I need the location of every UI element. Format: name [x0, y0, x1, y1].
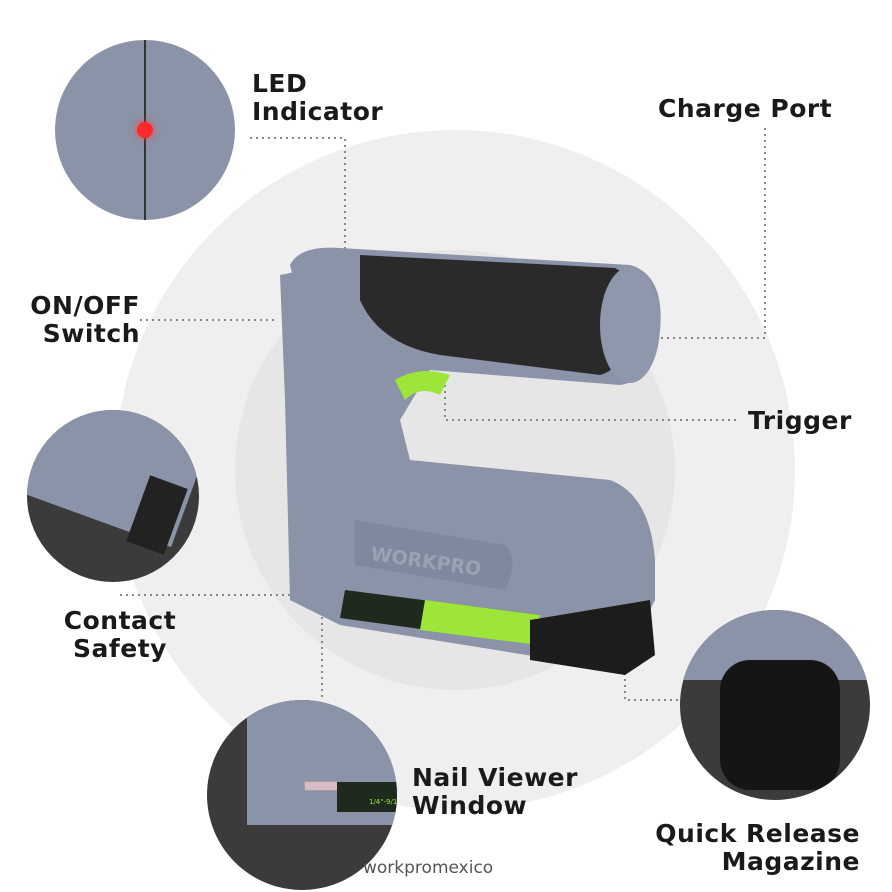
- grip: [360, 255, 633, 375]
- detail-contact-safety: [27, 410, 199, 582]
- label-charge-port: Charge Port: [658, 94, 833, 123]
- label-trigger: Trigger: [748, 406, 852, 435]
- led-dot-icon: [137, 122, 153, 138]
- watermark: workpromexico: [363, 858, 494, 878]
- brand-plate: [355, 520, 513, 590]
- handle-end-cap: [600, 267, 660, 383]
- detail-led-indicator: [55, 40, 235, 220]
- battery-pack: [530, 600, 655, 675]
- detail-nail-viewer: 1/4"-9/16": [207, 700, 397, 890]
- trigger: [395, 371, 450, 400]
- magazine-latch: [720, 660, 840, 790]
- leader-lines: [120, 128, 766, 701]
- staple-size-label: 1/4"-9/16": [337, 782, 397, 812]
- detail-quick-release: [680, 610, 870, 800]
- viewer-window: [304, 781, 340, 791]
